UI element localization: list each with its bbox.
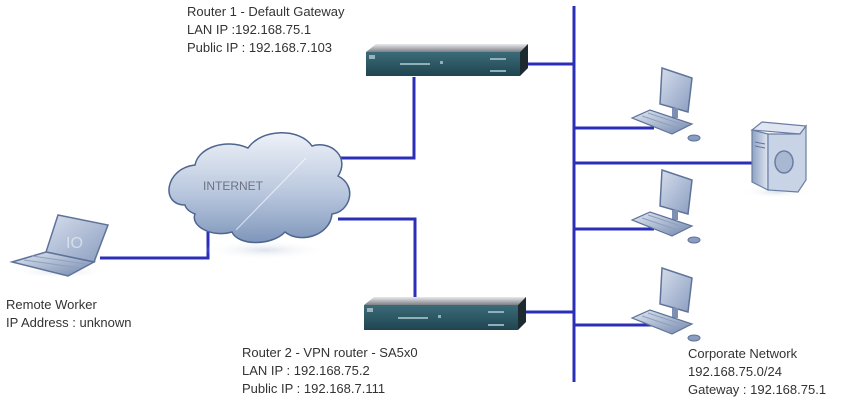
desktop-computer-icon (630, 66, 701, 142)
router1-public-ip: Public IP : 192.168.7.103 (187, 40, 333, 55)
router2-title: Router 2 - VPN router - SA5x0 (242, 345, 418, 360)
desktop-computer-pc3 (630, 266, 701, 342)
corporate-network-title: Corporate Network (688, 346, 798, 361)
svg-text:IO: IO (66, 235, 83, 252)
server-device (742, 121, 810, 198)
link-remote-worker-internet (100, 226, 210, 260)
link-router1-internet (336, 77, 416, 160)
remote-worker-title: Remote Worker (6, 297, 97, 312)
corporate-network-label: Corporate Network 192.168.75.0/24 Gatewa… (688, 345, 826, 399)
laptop-icon: IO (9, 214, 110, 278)
router1-lan-ip: LAN IP :192.168.75.1 (187, 22, 312, 37)
router1-title: Router 1 - Default Gateway (187, 4, 345, 19)
desktop-computer-pc2 (630, 168, 701, 244)
internet-cloud: INTERNET (168, 132, 351, 260)
router-icon (366, 44, 528, 76)
remote-worker-ip: IP Address : unknown (6, 315, 132, 330)
router-icon (364, 297, 526, 330)
remote-worker-device: IO (9, 214, 110, 278)
desktop-computer-icon (630, 266, 701, 342)
internet-label: INTERNET (203, 179, 264, 193)
link-internet-router2 (338, 217, 417, 297)
desktop-computer-icon (630, 168, 701, 244)
corporate-network-gateway: Gateway : 192.168.75.1 (688, 382, 827, 397)
router2-label: Router 2 - VPN router - SA5x0 LAN IP : 1… (242, 344, 418, 398)
corporate-network-subnet: 192.168.75.0/24 (688, 364, 782, 379)
server-icon (742, 121, 810, 198)
router2-public-ip: Public IP : 192.168.7.111 (242, 381, 386, 396)
router1-device (366, 44, 528, 76)
network-links (100, 6, 756, 382)
desktop-computer-pc1 (630, 66, 701, 142)
router1-label: Router 1 - Default Gateway LAN IP :192.1… (187, 3, 345, 57)
remote-worker-label: Remote Worker IP Address : unknown (6, 296, 132, 332)
router2-lan-ip: LAN IP : 192.168.75.2 (242, 363, 370, 378)
router2-device (364, 297, 526, 330)
